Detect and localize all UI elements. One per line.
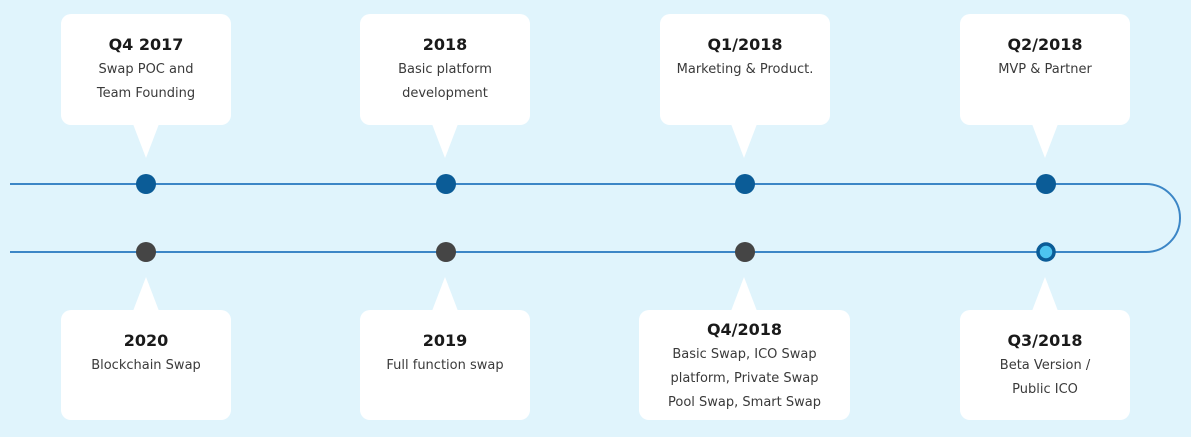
milestone-card-q4-2017: Q4 2017 Swap POC and Team Founding [61, 14, 231, 125]
milestone-card-q1-2018: Q1/2018 Marketing & Product. [660, 14, 830, 125]
milestone-dot-q4-2017 [136, 174, 156, 194]
milestone-card-q3-2018: Q3/2018 Beta Version / Public ICO [960, 310, 1130, 420]
card-pointer [432, 277, 458, 311]
milestone-dot-q3-2018-current [1036, 242, 1056, 262]
card-pointer [1032, 277, 1058, 311]
milestone-description: Basic platform development [398, 62, 492, 101]
milestone-description: Blockchain Swap [91, 358, 201, 373]
milestone-description: Marketing & Product. [676, 62, 814, 77]
milestone-dot-q4-2018 [735, 242, 755, 262]
milestone-description: MVP & Partner [998, 62, 1092, 77]
milestone-title: 2018 [422, 35, 468, 54]
milestone-description: Swap POC and Team Founding [96, 62, 196, 101]
milestone-dot-2019 [436, 242, 456, 262]
milestone-card-2020: 2020 Blockchain Swap [61, 310, 231, 420]
milestone-card-q2-2018: Q2/2018 MVP & Partner [960, 14, 1130, 125]
milestone-card-q4-2018: Q4/2018 Basic Swap, ICO Swap platform, P… [639, 310, 850, 420]
card-pointer [432, 124, 458, 158]
card-pointer [1032, 124, 1058, 158]
milestone-dot-q2-2018 [1036, 174, 1056, 194]
card-pointer [731, 124, 757, 158]
milestone-description: Full function swap [386, 358, 504, 373]
milestone-title: Q4/2018 [706, 320, 783, 339]
milestone-card-2019: 2019 Full function swap [360, 310, 530, 420]
milestone-card-2018: 2018 Basic platform development [360, 14, 530, 125]
milestone-title: Q4 2017 [108, 35, 184, 54]
milestone-dot-q1-2018 [735, 174, 755, 194]
milestone-title: 2019 [422, 331, 468, 350]
milestone-title: 2020 [123, 331, 169, 350]
milestone-title: Q2/2018 [1007, 35, 1083, 54]
card-pointer [133, 277, 159, 311]
milestone-description: Basic Swap, ICO Swap platform, Private S… [668, 347, 821, 410]
card-pointer [731, 277, 757, 311]
milestone-description: Beta Version / Public ICO [999, 358, 1091, 397]
timeline-line [10, 183, 1181, 253]
milestone-dot-2020 [136, 242, 156, 262]
milestone-dot-2018 [436, 174, 456, 194]
milestone-title: Q3/2018 [1007, 331, 1083, 350]
milestone-title: Q1/2018 [707, 35, 783, 54]
card-pointer [133, 124, 159, 158]
